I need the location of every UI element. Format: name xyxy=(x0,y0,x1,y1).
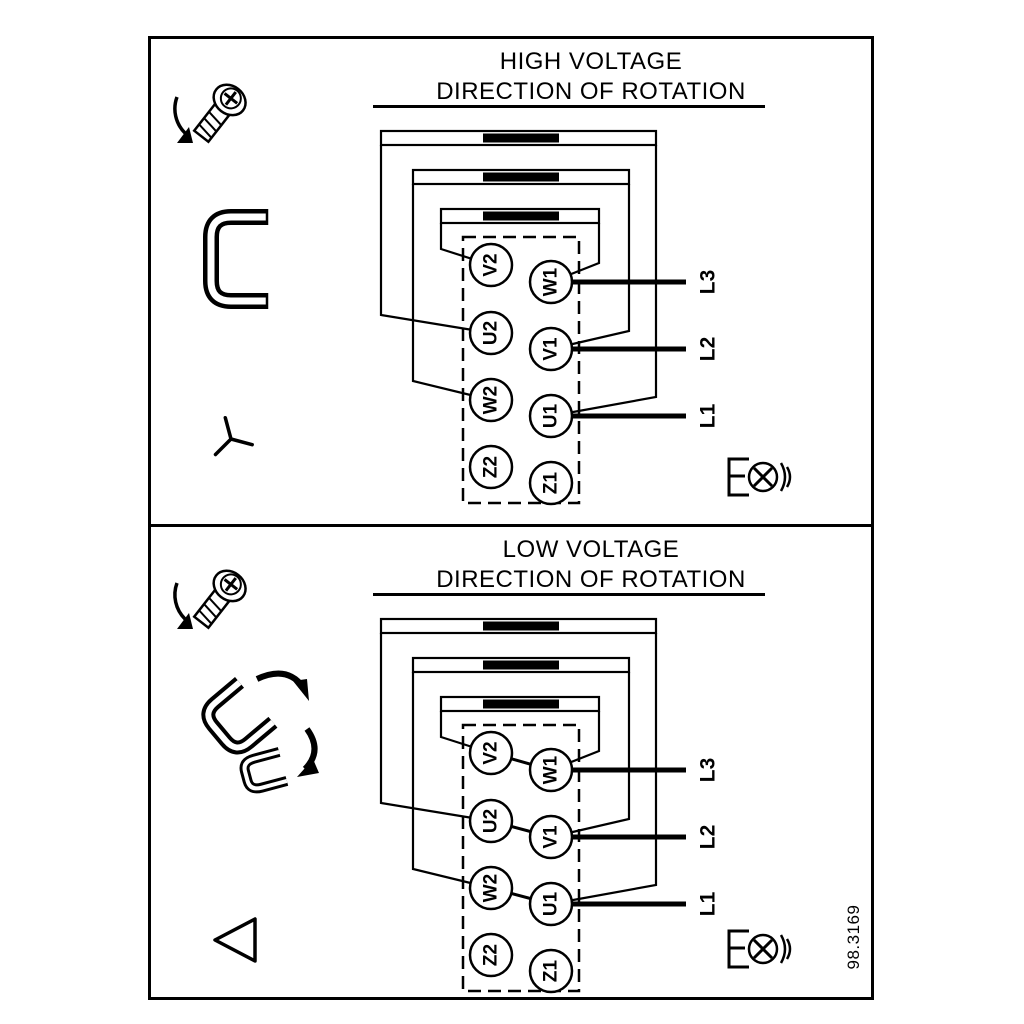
supply-label-l1: L1 xyxy=(697,403,720,428)
panel-subtitle: DIRECTION OF ROTATION xyxy=(436,566,746,593)
terminal-label-w1: W1 xyxy=(541,755,562,784)
panel-title-block: HIGH VOLTAGE DIRECTION OF ROTATION xyxy=(311,47,871,107)
terminal-label-z2: Z2 xyxy=(481,944,502,966)
terminals: V2 U2 W2 Z2 W1 V1 U1 Z1 xyxy=(468,242,574,506)
terminal-label-v2: V2 xyxy=(481,253,502,276)
terminal-w1 xyxy=(528,747,574,793)
terminal-label-z2: Z2 xyxy=(481,456,502,478)
low-voltage-wiring-diagram: V2 U2 W2 Z2 W1 V1 U1 Z1 L3 L2 L1 xyxy=(173,569,792,994)
wire xyxy=(411,672,492,890)
link-bar xyxy=(483,172,559,182)
panel-title: HIGH VOLTAGE xyxy=(499,48,683,75)
title-underline xyxy=(373,105,765,108)
high-voltage-wiring-diagram: V2 U2 W2 Z2 W1 V1 U1 Z1 L3 L2 L1 xyxy=(173,83,792,506)
terminal-label-v1: V1 xyxy=(541,337,562,361)
terminal-v2 xyxy=(468,730,514,776)
wire xyxy=(550,145,658,418)
terminal-v1 xyxy=(528,814,574,860)
wire xyxy=(379,633,492,823)
terminal-u1 xyxy=(528,881,574,927)
wire xyxy=(550,633,658,906)
screw-icon xyxy=(173,569,247,630)
wire xyxy=(379,145,492,335)
terminal-label-u1: U1 xyxy=(541,891,562,916)
terminal-label-u2: U2 xyxy=(481,321,502,345)
diagram-frame: HIGH VOLTAGE DIRECTION OF ROTATION xyxy=(148,36,874,1000)
link-bars xyxy=(483,133,559,221)
link-bar xyxy=(483,699,559,709)
title-underline xyxy=(373,593,765,596)
terminal-label-w1: W1 xyxy=(541,267,562,296)
terminal-label-w2: W2 xyxy=(481,386,502,415)
terminal-link-icon xyxy=(203,209,269,309)
panel-title-block: LOW VOLTAGE DIRECTION OF ROTATION xyxy=(311,535,871,595)
delta-connection-icon xyxy=(213,917,257,963)
panel-subtitle: DIRECTION OF ROTATION xyxy=(436,78,746,105)
figure-number: 98.3169 xyxy=(844,904,863,970)
wire xyxy=(411,184,492,402)
terminal-w1 xyxy=(528,259,574,305)
ground-terminal-icon xyxy=(727,457,792,497)
terminal-box xyxy=(461,235,581,505)
terminal-u2 xyxy=(468,798,514,844)
wire xyxy=(550,184,631,351)
terminal-label-z1: Z1 xyxy=(541,959,562,982)
terminal-z2 xyxy=(468,932,514,978)
link-bars xyxy=(483,621,559,709)
terminal-label-v2: V2 xyxy=(481,741,502,764)
panel-high-voltage: HIGH VOLTAGE DIRECTION OF ROTATION xyxy=(151,39,871,527)
move-links-icon xyxy=(201,670,319,794)
link-bar xyxy=(483,133,559,143)
supply-label-l2: L2 xyxy=(697,337,720,362)
supply-label-l2: L2 xyxy=(697,825,720,850)
terminal-z1 xyxy=(528,460,574,506)
link-bar xyxy=(483,621,559,631)
terminal-label-v1: V1 xyxy=(541,825,562,849)
terminal-u2 xyxy=(468,310,514,356)
link-bar xyxy=(483,660,559,670)
screw-icon xyxy=(173,83,247,144)
terminal-v1 xyxy=(528,326,574,372)
terminal-v2 xyxy=(468,242,514,288)
ground-terminal-icon xyxy=(727,929,792,969)
star-connection-icon xyxy=(213,415,254,457)
terminal-w2 xyxy=(468,865,514,911)
terminal-z1 xyxy=(528,948,574,994)
terminal-u1 xyxy=(528,393,574,439)
panel-title: LOW VOLTAGE xyxy=(502,536,680,563)
supply-label-l3: L3 xyxy=(697,270,720,295)
supply-label-l3: L3 xyxy=(697,758,720,783)
terminal-label-z1: Z1 xyxy=(541,471,562,494)
terminal-z2 xyxy=(468,444,514,490)
terminal-label-u1: U1 xyxy=(541,403,562,428)
supply-label-l1: L1 xyxy=(697,891,720,916)
wire xyxy=(550,672,631,839)
panel-low-voltage: LOW VOLTAGE DIRECTION OF ROTATION xyxy=(151,527,871,997)
terminal-label-u2: U2 xyxy=(481,809,502,833)
terminal-box xyxy=(461,723,581,993)
terminal-label-w2: W2 xyxy=(481,874,502,903)
terminal-w2 xyxy=(468,377,514,423)
terminals: V2 U2 W2 Z2 W1 V1 U1 Z1 xyxy=(468,730,574,994)
link-bar xyxy=(483,211,559,221)
